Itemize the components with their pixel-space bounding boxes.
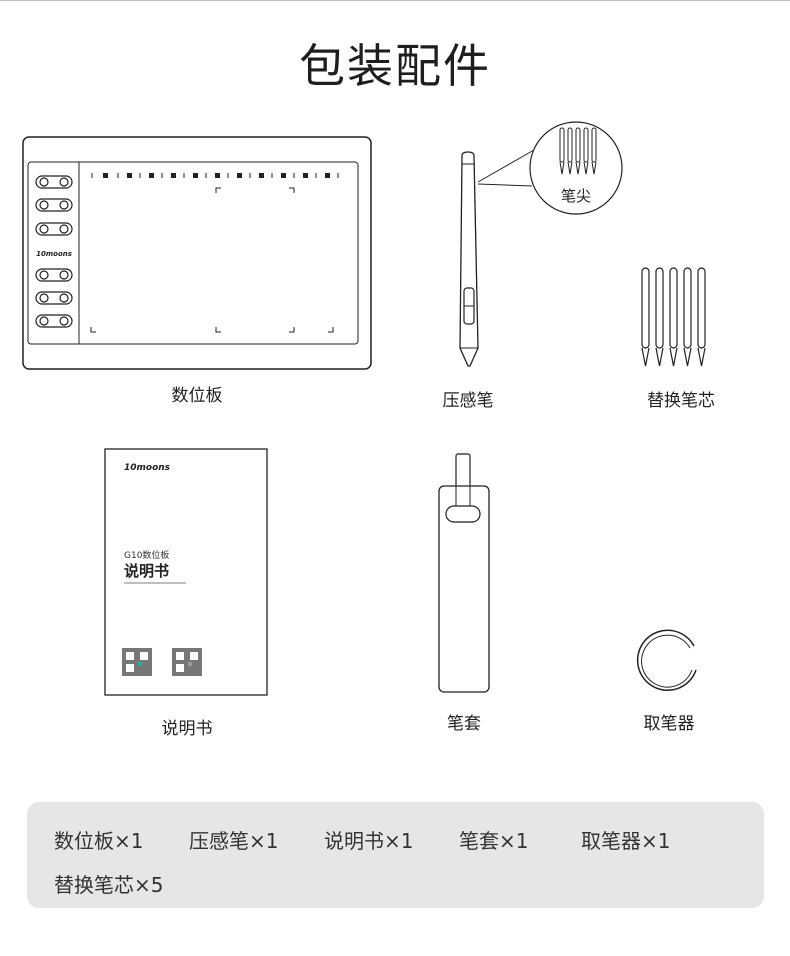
- manual-model: G10数位板: [124, 549, 169, 561]
- summary-item: 压感笔×1: [189, 829, 279, 853]
- tablet-illustration: 10moons: [22, 136, 374, 376]
- pen-illustration: 笔尖: [448, 112, 628, 378]
- summary-row-2: 替换笔芯×5: [54, 863, 764, 907]
- qr-code-right: [172, 648, 202, 676]
- sleeve-illustration: [436, 452, 492, 702]
- manual-illustration: 10moons G10数位板 说明书: [104, 448, 270, 704]
- nib-callout-label: 笔尖: [561, 187, 591, 205]
- package-summary: 数位板×1 压感笔×1 说明书×1 笔套×1 取笔器×1 替换笔芯×5: [27, 802, 764, 908]
- nibs-caption: 替换笔芯: [647, 391, 715, 411]
- summary-item: 说明书×1: [324, 829, 414, 853]
- top-divider: [0, 0, 790, 1]
- remover-illustration: [634, 626, 706, 702]
- manual-logo: 10moons: [124, 463, 171, 473]
- summary-item: 数位板×1: [54, 829, 144, 853]
- tablet-caption: 数位板: [171, 386, 223, 406]
- tablet-logo: 10moons: [36, 250, 72, 258]
- manual-heading: 说明书: [124, 562, 169, 580]
- pen-caption: 压感笔: [442, 391, 494, 411]
- remover-caption: 取笔器: [643, 714, 695, 734]
- sleeve-caption: 笔套: [447, 714, 481, 734]
- summary-row-1: 数位板×1 压感笔×1 说明书×1 笔套×1 取笔器×1: [54, 819, 764, 863]
- summary-item: 取笔器×1: [581, 829, 671, 853]
- page-title: 包装配件: [299, 39, 491, 93]
- summary-item: 替换笔芯×5: [54, 873, 164, 897]
- nibs-illustration: [636, 266, 720, 380]
- qr-code-left: [122, 648, 152, 676]
- summary-item: 笔套×1: [459, 829, 529, 853]
- manual-caption: 说明书: [161, 719, 213, 739]
